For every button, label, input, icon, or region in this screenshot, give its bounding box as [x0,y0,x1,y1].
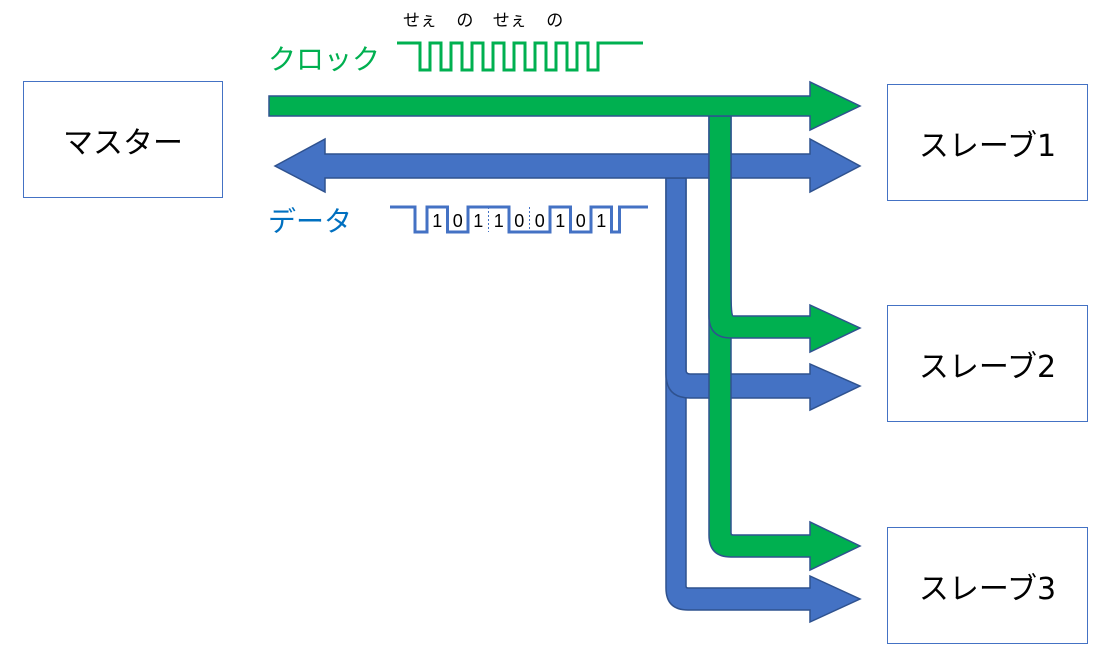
data-label: データ [268,205,353,238]
clock-branch-slave2 [708,115,862,354]
data-bit: 0 [514,211,524,231]
data-bus [273,137,862,624]
clock-bus [268,80,862,572]
slave1-box: スレーブ1 [887,84,1088,201]
data-bit: 1 [473,211,483,231]
data-bit: 1 [555,211,565,231]
slave2-box: スレーブ2 [887,305,1088,422]
clock-waveform [397,41,643,72]
data-bit: 0 [453,211,463,231]
data-main-arrow [273,137,862,194]
data-bit: 0 [576,211,586,231]
data-bit: 1 [494,211,504,231]
data-bit: 1 [596,211,606,231]
data-branch-slave2 [665,177,862,412]
master-box: マスター [23,81,223,198]
data-bit: 1 [432,211,442,231]
clock-label: クロック [268,43,381,76]
sync-text: せぇ の せぇ の [403,11,564,31]
data-bit: 0 [535,211,545,231]
clock-main-arrow [268,80,862,132]
slave3-box: スレーブ3 [887,527,1088,644]
